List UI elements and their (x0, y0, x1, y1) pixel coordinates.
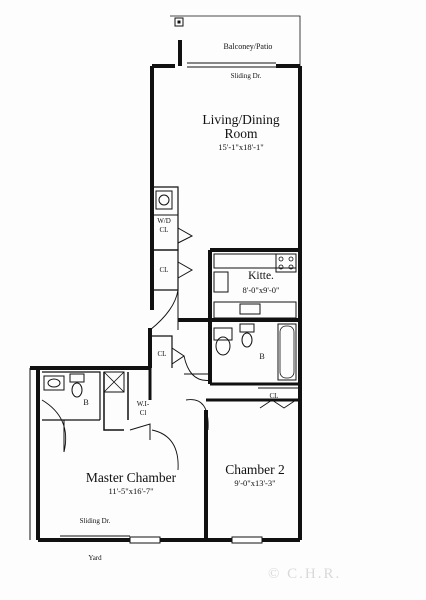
master-bath-door-arc (41, 399, 67, 453)
living-room-name-1: Living/Dining (202, 112, 280, 127)
sliding-door-top-label: Sliding Dr. (230, 72, 262, 80)
chamber2-closet (258, 387, 301, 408)
window-2 (231, 536, 263, 544)
master-bath (42, 371, 101, 421)
sliding-door-bottom-label: Sliding Dr. (79, 517, 111, 525)
yard-label: Yard (88, 554, 102, 562)
wic-label-1: W.I- (136, 400, 150, 408)
bath-2-vanity (213, 327, 233, 341)
kitchen-counter-top (213, 253, 297, 269)
hall-closet-label: CL (157, 350, 167, 358)
balcony-post-icon (174, 17, 184, 27)
kitchen-sink (239, 303, 261, 315)
living-room-dims: 15'-1"x18'-1" (218, 142, 264, 152)
kitchen-dims: 8'-0"x9'-0" (242, 285, 280, 295)
closet-door-2 (177, 261, 194, 279)
master-chamber-dims: 11'-5"x16'-7" (108, 486, 154, 496)
chamber2-door-arc (185, 399, 209, 431)
hall-door-arc (149, 289, 179, 331)
sliding-door-top (187, 62, 276, 68)
wic-label-2: Cl (139, 409, 147, 417)
closet-2-label: CL (159, 266, 169, 274)
bath-2-door-arc (183, 355, 213, 381)
master-bath-label: B (83, 398, 89, 407)
fridge (213, 271, 229, 293)
stove (275, 253, 297, 273)
balcony-label: Balconey/Patio (223, 42, 273, 51)
living-room-name-2: Room (224, 126, 258, 141)
watermark-logo: © C.H.R. (268, 566, 342, 582)
bath-2-toilet-tank (239, 323, 255, 333)
bath-2-walls (208, 320, 302, 384)
balcony-outline (170, 15, 301, 68)
chamber-2-dims: 9'-0"x13'-3" (234, 478, 276, 488)
chamber2-closet-door (259, 399, 297, 409)
closet-door-1 (177, 227, 194, 244)
master-wic-walls (103, 372, 129, 431)
kitchen-name: Kitte. (248, 270, 274, 282)
sliding-door-bottom (60, 535, 130, 541)
master-wic-door (129, 423, 151, 440)
hall-closet-door (171, 347, 185, 365)
master-chamber-name: Master Chamber (85, 470, 177, 485)
master-entry-arc (151, 429, 179, 471)
hall-closet (150, 335, 173, 368)
wd-closet-label: CL (159, 226, 169, 234)
closet-2 (152, 249, 179, 291)
master-bath-toilet (69, 373, 85, 383)
chamber2-closet-label: CL (269, 392, 279, 400)
wd-label: W/D (157, 217, 171, 225)
window-1 (129, 536, 161, 544)
bath-2-tub (277, 323, 297, 381)
bath-2-label: B (259, 352, 265, 361)
master-bath-sink (43, 375, 65, 391)
chamber-2-name: Chamber 2 (225, 462, 285, 477)
